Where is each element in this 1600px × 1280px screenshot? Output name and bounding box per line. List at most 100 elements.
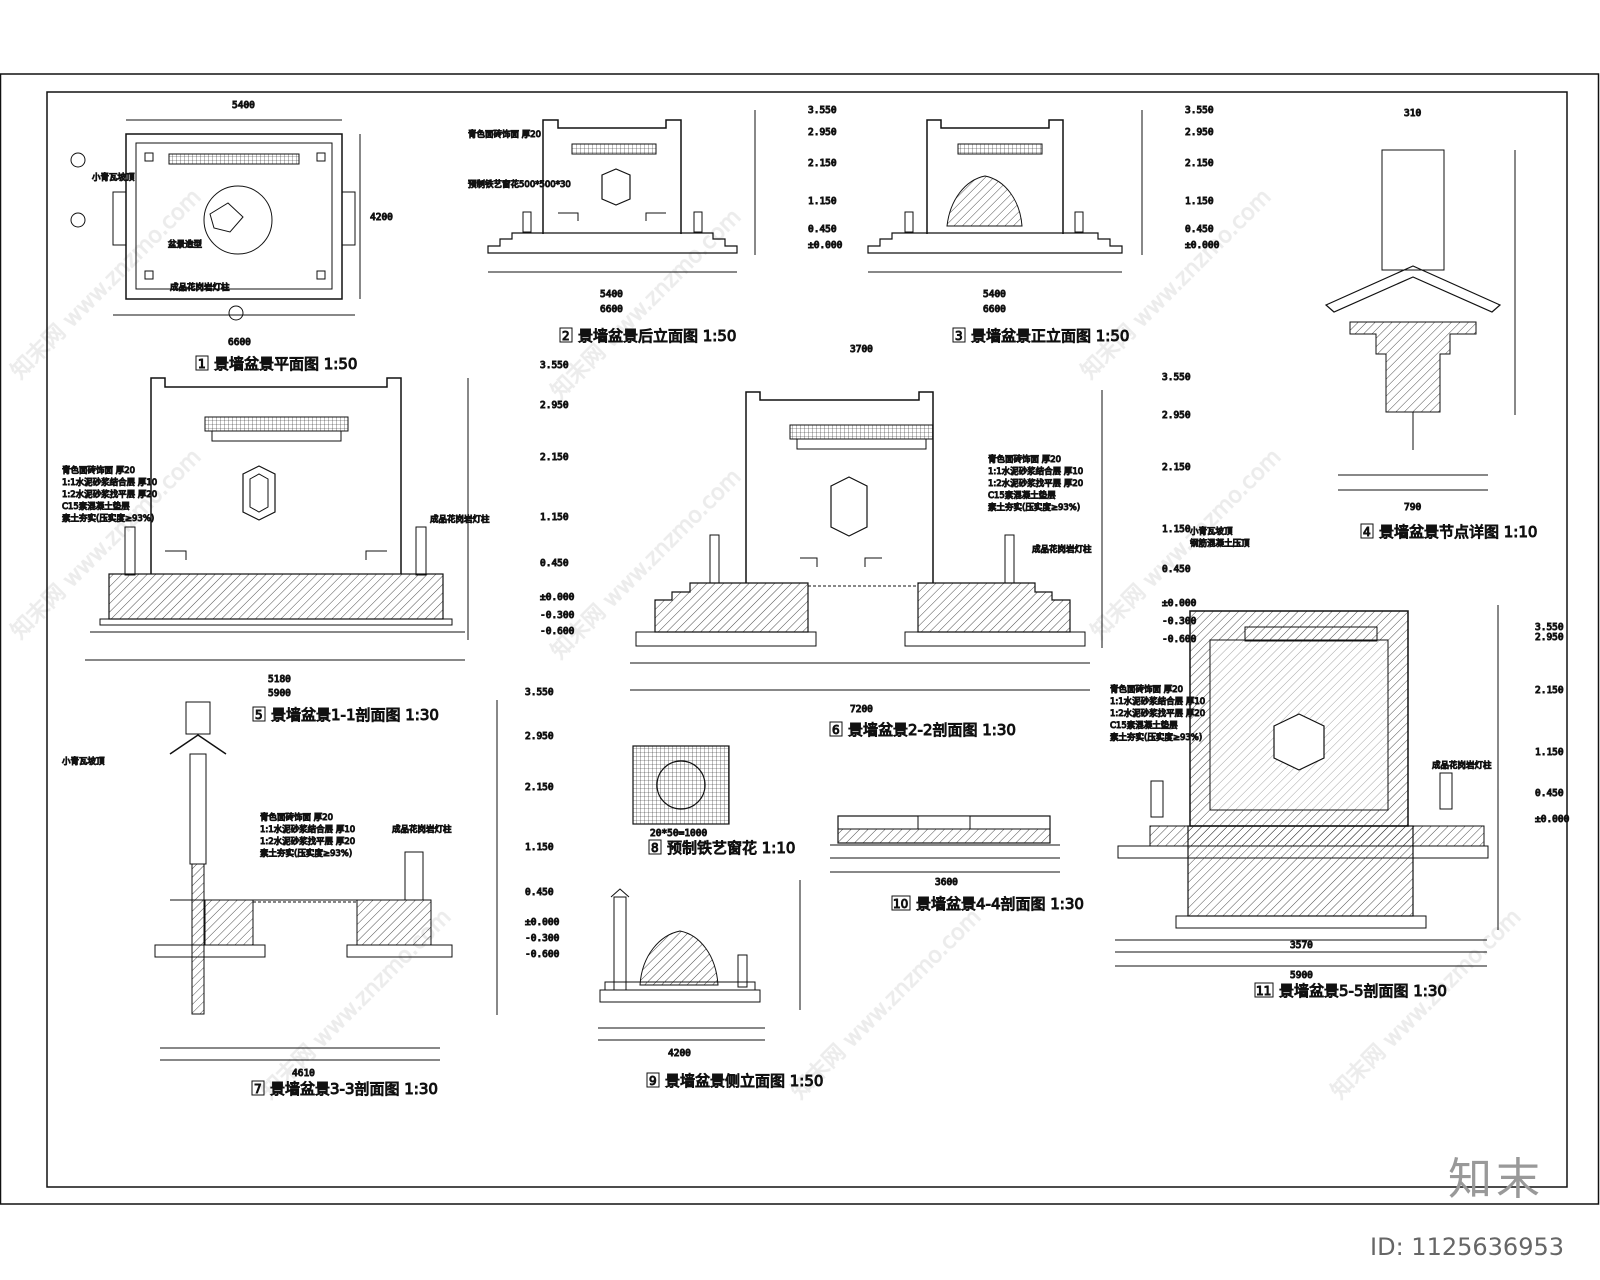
svg-text:2.150: 2.150 <box>808 158 837 169</box>
svg-text:景墙盆景3-3剖面图 1:30: 景墙盆景3-3剖面图 1:30 <box>270 1080 438 1098</box>
svg-text:1.150: 1.150 <box>525 842 554 853</box>
svg-text:1: 1 <box>198 357 206 371</box>
s2-top-dim: 3700 <box>850 344 873 355</box>
svg-text:知末网 www.znzmo.com: 知末网 www.znzmo.com <box>787 904 987 1104</box>
plan-side-dim: 4200 <box>370 212 393 223</box>
rear-note-1: 青色面砖饰面 厚20 <box>468 129 541 140</box>
svg-text:1.150: 1.150 <box>1185 196 1214 207</box>
s1-note-1: 青色面砖饰面 厚20 <box>62 465 135 476</box>
rear-elevation <box>487 110 756 273</box>
s2-note-5: C15素混凝土垫层 <box>988 490 1056 501</box>
svg-text:景墙盆景正立面图 1:50: 景墙盆景正立面图 1:50 <box>971 327 1129 345</box>
iron-window <box>632 745 730 825</box>
s3-bot-dim: 4610 <box>292 1068 315 1079</box>
svg-text:景墙盆景4-4剖面图 1:30: 景墙盆景4-4剖面图 1:30 <box>916 895 1084 913</box>
node-detail <box>1324 149 1516 491</box>
svg-text:知末网 www.znzmo.com: 知末网 www.znzmo.com <box>257 904 457 1104</box>
section-3-3 <box>154 700 498 1061</box>
svg-text:2.950: 2.950 <box>525 731 554 742</box>
svg-text:1.150: 1.150 <box>1535 747 1564 758</box>
plan-bottom-dim: 6600 <box>228 337 251 348</box>
svg-text:2.150: 2.150 <box>1162 462 1191 473</box>
svg-text:0.450: 0.450 <box>1162 564 1191 575</box>
s1-dim-a: 5180 <box>268 674 291 685</box>
title-4: 4 景墙盆景节点详图 1:10 <box>1360 523 1538 542</box>
svg-text:2.150: 2.150 <box>1535 685 1564 696</box>
s1-note-2: 1:1水泥砂浆结合层 厚10 <box>62 477 157 488</box>
title-5: 5 景墙盆景1-1剖面图 1:30 <box>252 706 439 725</box>
plan-note-bonsai: 盆景造型 <box>168 239 203 250</box>
svg-text:7: 7 <box>254 1082 262 1096</box>
s5-bot-dim: 5900 <box>1290 970 1313 981</box>
s1-dim-b: 5900 <box>268 688 291 699</box>
svg-text:知末网 www.znzmo.com: 知末网 www.znzmo.com <box>1327 904 1527 1104</box>
svg-text:5: 5 <box>255 708 263 722</box>
svg-text:3.550: 3.550 <box>540 360 569 371</box>
svg-text:3.550: 3.550 <box>808 105 837 116</box>
svg-text:0.450: 0.450 <box>1535 788 1564 799</box>
svg-text:2: 2 <box>562 329 570 343</box>
s5-note-5: C15素混凝土垫层 <box>1110 720 1178 731</box>
title-11: 11 景墙盆景5-5剖面图 1:30 <box>1254 982 1447 1001</box>
svg-text:±0.000: ±0.000 <box>1185 240 1220 251</box>
svg-text:2.950: 2.950 <box>808 127 837 138</box>
svg-text:0.450: 0.450 <box>1185 224 1214 235</box>
section-2-2 <box>630 390 1103 691</box>
svg-text:2.950: 2.950 <box>540 400 569 411</box>
svg-text:景墙盆景5-5剖面图 1:30: 景墙盆景5-5剖面图 1:30 <box>1279 982 1447 1000</box>
svg-text:-0.300: -0.300 <box>540 610 575 621</box>
s1-note-4: 素土夯实(压实度≥93%) <box>62 513 154 524</box>
svg-text:3.550: 3.550 <box>1535 622 1564 633</box>
svg-text:-0.300: -0.300 <box>1162 616 1197 627</box>
s2-note-1: 青色面砖饰面 厚20 <box>988 454 1061 465</box>
s2-note-lamp: 成品花岗岩灯柱 <box>1032 544 1092 555</box>
front-elevation <box>867 110 1143 273</box>
svg-text:知末网 www.znzmo.com: 知末网 www.znzmo.com <box>547 464 747 664</box>
title-3: 3 景墙盆景正立面图 1:50 <box>952 327 1130 346</box>
svg-text:10: 10 <box>893 897 908 911</box>
svg-text:-0.300: -0.300 <box>525 933 560 944</box>
svg-text:景墙盆景后立面图 1:50: 景墙盆景后立面图 1:50 <box>578 327 736 345</box>
svg-text:2.150: 2.150 <box>1185 158 1214 169</box>
svg-text:-0.600: -0.600 <box>525 949 560 960</box>
front-dim-a: 5400 <box>983 289 1006 300</box>
svg-text:0.450: 0.450 <box>808 224 837 235</box>
section-5-5 <box>1115 605 1499 967</box>
window-dim: 20*50=1000 <box>650 828 707 839</box>
svg-text:0.450: 0.450 <box>540 558 569 569</box>
svg-text:4: 4 <box>1363 525 1371 539</box>
svg-text:2.950: 2.950 <box>1185 127 1214 138</box>
s1-note-5: C15素混凝土垫层 <box>62 501 130 512</box>
s5-note-2: 1:1水泥砂浆结合层 厚10 <box>1110 696 1205 707</box>
svg-text:景墙盆景节点详图 1:10: 景墙盆景节点详图 1:10 <box>1379 523 1537 541</box>
svg-text:2.150: 2.150 <box>525 782 554 793</box>
s2-note-4: 素土夯实(压实度≥93%) <box>988 502 1080 513</box>
svg-text:11: 11 <box>1256 984 1271 998</box>
title-9: 9 景墙盆景侧立面图 1:50 <box>646 1072 824 1091</box>
svg-text:知末网 www.znzmo.com: 知末网 www.znzmo.com <box>547 204 747 404</box>
s3-note-4: 素土夯实(压实度≥93%) <box>260 848 352 859</box>
rear-dim-a: 5400 <box>600 289 623 300</box>
svg-text:3.550: 3.550 <box>525 687 554 698</box>
svg-text:3.550: 3.550 <box>1185 105 1214 116</box>
s2-bot-dim: 7200 <box>850 704 873 715</box>
svg-text:8: 8 <box>651 841 659 855</box>
s5-note-cap: 钢筋混凝土压顶 <box>1190 538 1250 549</box>
plan-note-roof: 小青瓦坡顶 <box>92 172 135 183</box>
section-4-4 <box>830 815 1060 873</box>
title-1: 1 景墙盆景平面图 1:50 <box>195 355 358 374</box>
s3-note-roof: 小青瓦坡顶 <box>62 756 105 767</box>
elevation-markers: 3.550 2.950 2.150 1.150 0.450 ±0.000 -0.… <box>525 105 1571 961</box>
svg-text:3.550: 3.550 <box>1162 372 1191 383</box>
title-8: 8 预制铁艺窗花 1:10 <box>648 839 796 858</box>
s5-note-lamp: 成品花岗岩灯柱 <box>1432 760 1492 771</box>
rear-dim-b: 6600 <box>600 304 623 315</box>
s2-note-3: 1:2水泥砂浆找平层 厚20 <box>988 478 1083 489</box>
plan-view <box>70 119 361 321</box>
svg-text:-0.600: -0.600 <box>540 626 575 637</box>
svg-text:±0.000: ±0.000 <box>540 592 575 603</box>
section-1-1 <box>85 377 469 661</box>
s3-note-1: 青色面砖饰面 厚20 <box>260 812 333 823</box>
s5-note-roof: 小青瓦坡顶 <box>1190 526 1233 537</box>
